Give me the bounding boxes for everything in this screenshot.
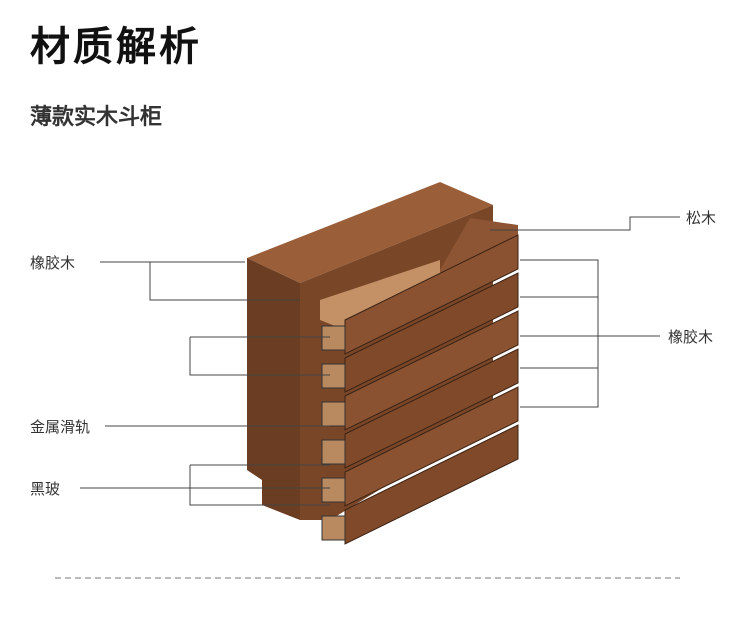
label-rubberwood-right: 橡胶木 [668,328,714,346]
cabinet [247,182,519,545]
page-title: 材质解析 [30,24,202,70]
drawer-side-rail [321,477,346,503]
drawer-side-rail [321,363,346,389]
label-metal-rail: 金属滑轨 [30,418,91,436]
drawer-side-rail [321,325,346,351]
label-pine: 松木 [686,209,717,227]
drawer-side-rail [321,515,346,541]
drawer-side-rail [321,439,346,465]
product-subtitle: 薄款实木斗柜 [30,105,163,130]
drawer-side-rail [321,401,346,427]
leader-lines [80,216,680,506]
label-black-glass: 黑玻 [30,480,61,498]
label-rubberwood-left: 橡胶木 [30,254,76,272]
